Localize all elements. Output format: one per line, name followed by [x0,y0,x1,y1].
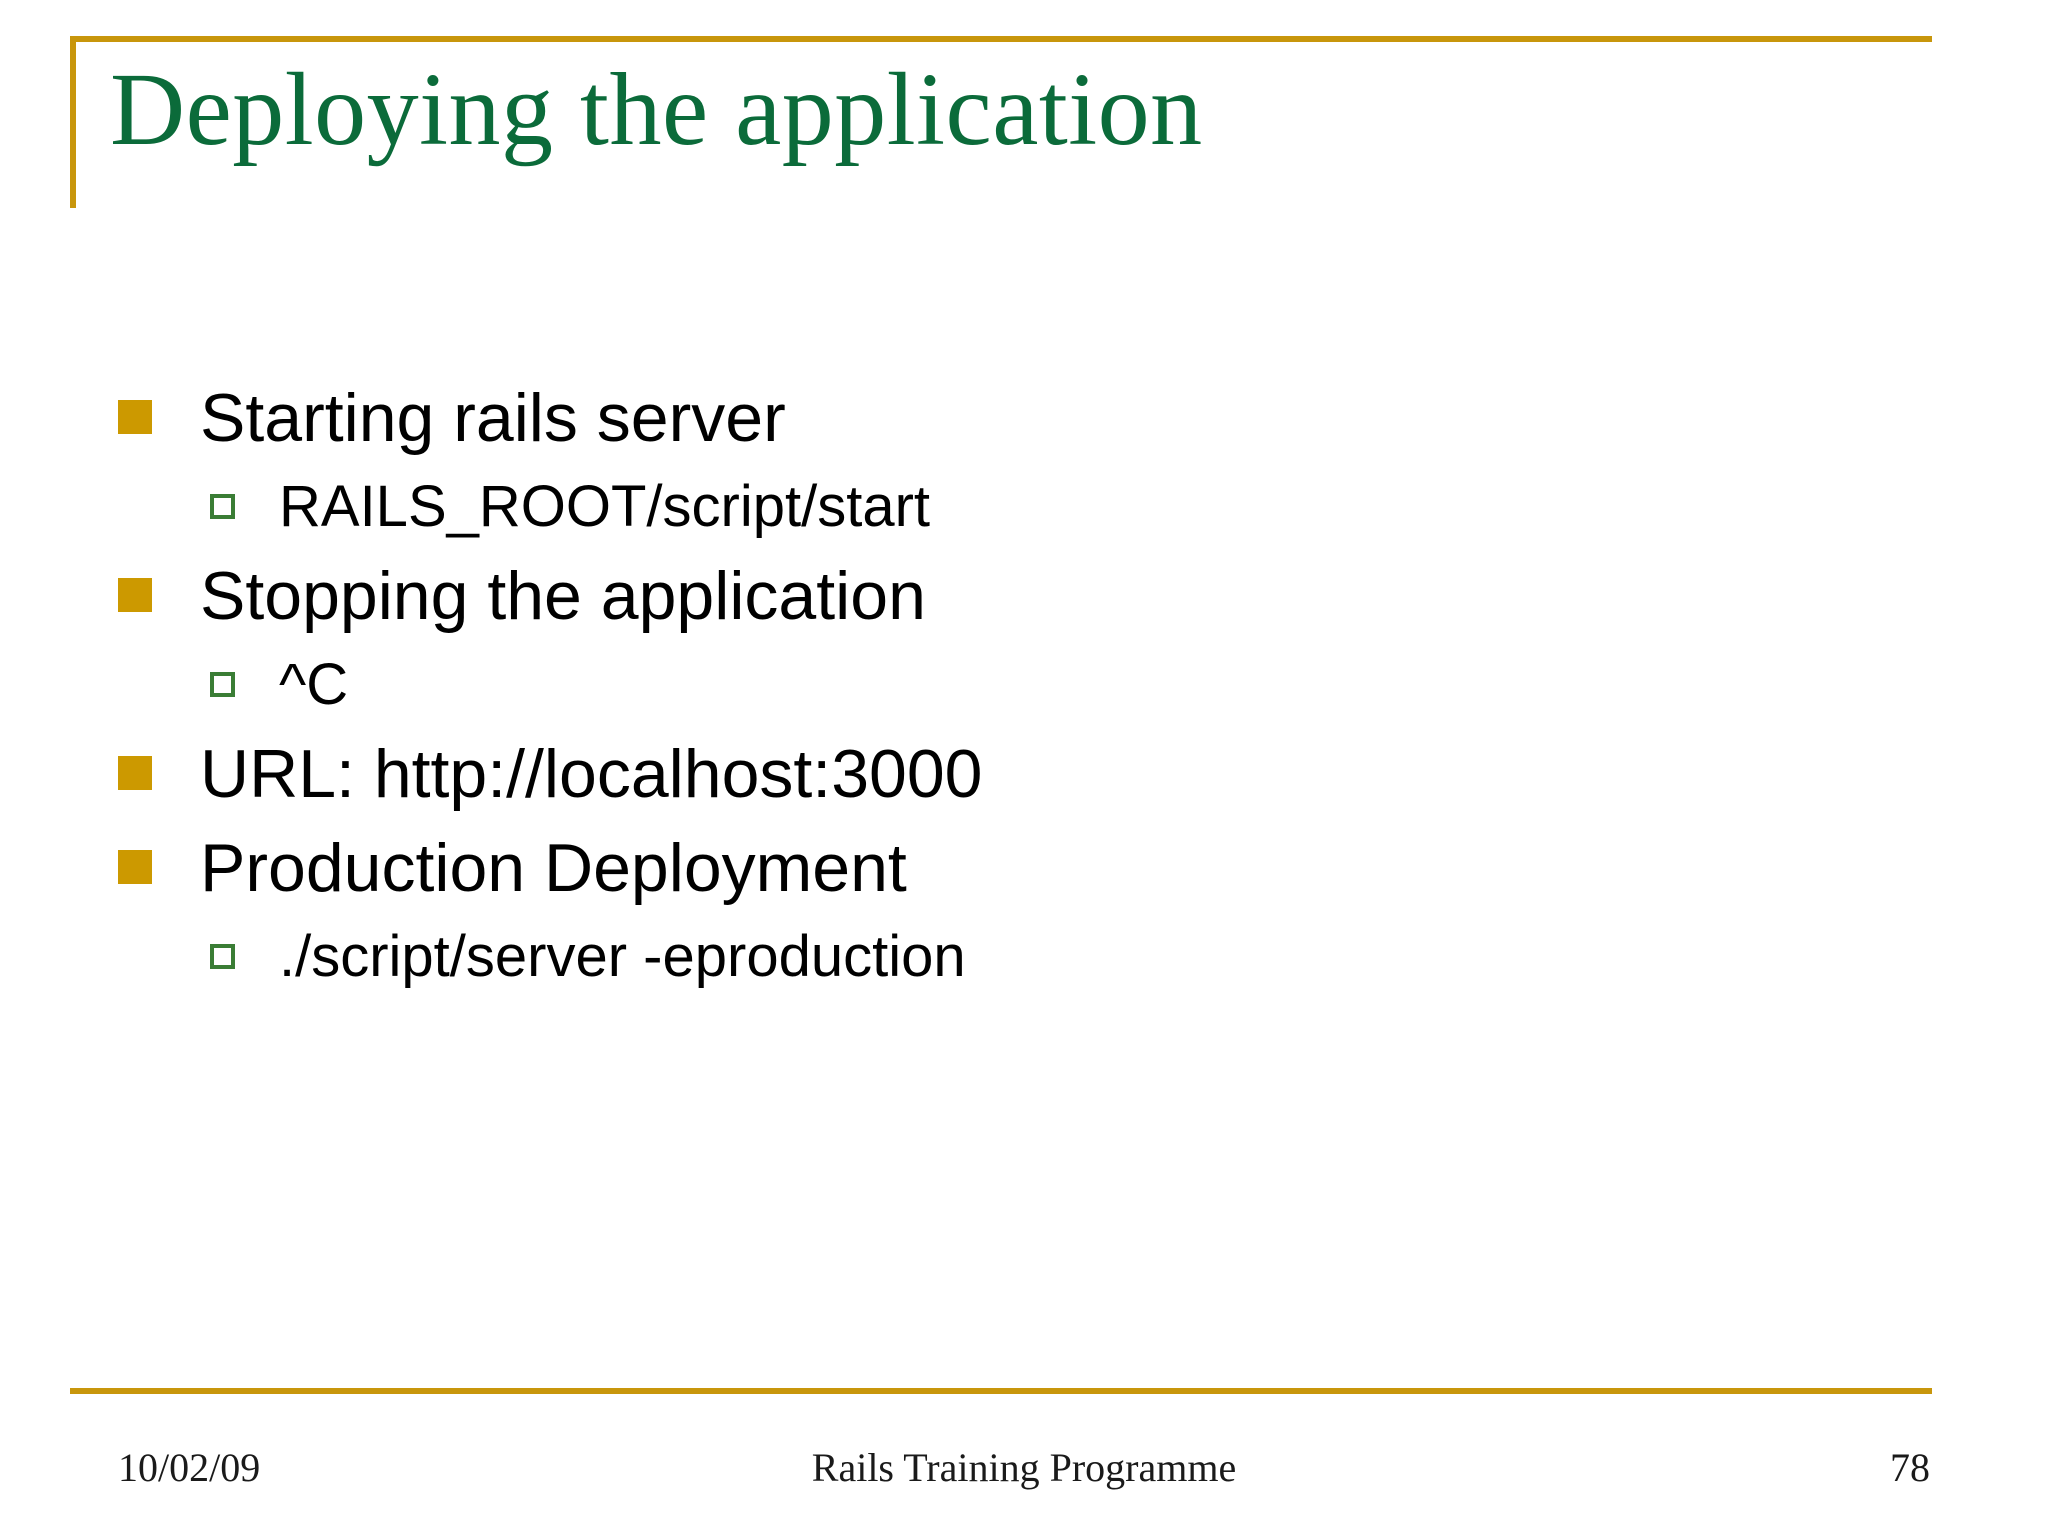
square-bullet-icon [118,400,152,434]
bullet-text: URL: http://localhost:3000 [200,736,983,812]
bullet-text: ^C [279,652,349,717]
left-accent-decoration [70,36,76,208]
bullet-item-level2: ^C [118,646,1938,724]
bullet-item-level1: Stopping the application [118,552,1938,640]
slide-footer: 10/02/09 Rails Training Programme 78 [0,1444,2048,1514]
bullet-list: Starting rails server RAILS_ROOT/script/… [118,374,1938,1002]
bullet-item-level1: Production Deployment [118,824,1938,912]
hollow-square-bullet-icon [210,672,244,706]
footer-date: 10/02/09 [118,1445,261,1490]
slide-title: Deploying the application [110,52,1203,167]
top-rule-decoration [70,36,1932,42]
footer-title: Rails Training Programme [811,1445,1237,1490]
square-bullet-icon [118,756,152,790]
square-bullet-icon [118,850,152,884]
bullet-text: RAILS_ROOT/script/start [279,474,931,539]
bullet-item-level1: URL: http://localhost:3000 [118,730,1938,818]
bullet-text: Production Deployment [200,830,907,906]
bullet-item-level1: Starting rails server [118,374,1938,462]
bottom-rule-decoration [70,1388,1932,1394]
hollow-square-bullet-icon [210,494,244,528]
bullet-item-level2: ./script/server -eproduction [118,918,1938,996]
footer-page-number: 78 [1890,1445,1930,1490]
square-bullet-icon [118,578,152,612]
hollow-square-bullet-icon [210,944,244,978]
bullet-text: Stopping the application [200,558,926,634]
bullet-text: ./script/server -eproduction [279,924,966,989]
bullet-text: Starting rails server [200,380,786,456]
bullet-item-level2: RAILS_ROOT/script/start [118,468,1938,546]
